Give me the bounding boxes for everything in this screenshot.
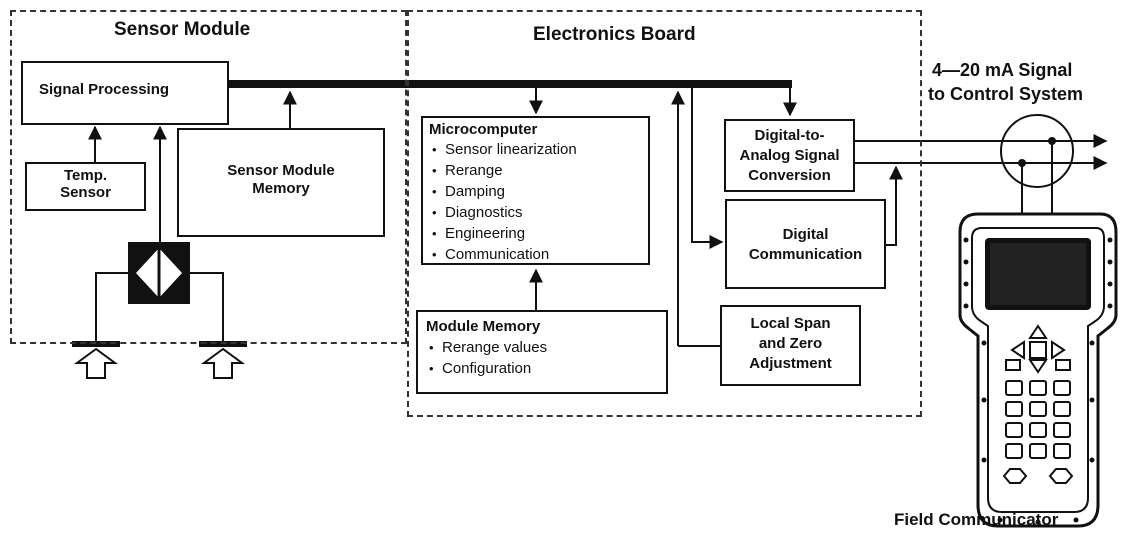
signal-processing-label: Signal Processing	[39, 81, 170, 98]
right-key	[1051, 340, 1066, 360]
digital-communication-line1: Digital	[782, 226, 829, 243]
keypad-key	[1053, 422, 1071, 438]
dac-label: Digital-to- Analog Signal Conversion	[726, 126, 853, 186]
module-memory-title: Module Memory	[426, 318, 541, 335]
function-key	[1048, 468, 1074, 484]
output-signal-label: 4—20 mA Signal to Control System	[928, 58, 1083, 106]
output-connection-circle	[1000, 114, 1074, 188]
microcomputer-list: Sensor linearization Rerange Damping Dia…	[432, 139, 577, 265]
keypad-key	[1053, 401, 1071, 417]
bus-to-digital-comm-arrow	[691, 86, 724, 249]
sensor-module-memory-line1: Sensor Module	[227, 162, 335, 179]
dac-box: Digital-to- Analog Signal Conversion	[724, 119, 855, 192]
up-key	[1028, 324, 1048, 339]
field-communicator-device	[958, 212, 1118, 528]
local-span-zero-label: Local Span and Zero Adjustment	[722, 314, 859, 374]
output-signal-line1: 4—20 mA Signal	[932, 60, 1073, 80]
local-span-line3: Adjustment	[749, 355, 832, 372]
dac-line3: Conversion	[748, 167, 831, 184]
temp-sensor-line1: Temp.	[63, 167, 108, 184]
keypad-key	[1029, 380, 1047, 396]
microcomputer-title: Microcomputer	[429, 121, 538, 138]
temp-sensor-label: Temp. Sensor	[27, 167, 144, 201]
electronics-board-region	[407, 10, 922, 417]
select-key	[1029, 341, 1047, 359]
keypad-key	[1005, 422, 1023, 438]
process-pressure-arrow	[200, 347, 246, 379]
keypad-key	[1029, 401, 1047, 417]
list-item: Communication	[432, 244, 577, 265]
dac-line2: Analog Signal	[739, 147, 840, 164]
local-span-line2: and Zero	[758, 335, 823, 352]
sensor-module-memory-box: Sensor Module Memory	[177, 128, 385, 237]
signal-processing-box: Signal Processing	[21, 61, 229, 125]
output-signal-line2: to Control System	[928, 84, 1084, 104]
sensor-module-memory-line2: Memory	[252, 180, 310, 197]
sensor-module-memory-label: Sensor Module Memory	[179, 162, 383, 198]
digital-comm-to-output-arrow	[886, 165, 903, 246]
keypad-key	[1053, 443, 1071, 459]
list-item: Diagnostics	[432, 202, 577, 223]
sensor-module-region	[10, 10, 407, 344]
field-communicator-label: Field Communicator	[894, 510, 1059, 529]
list-item: Configuration	[429, 358, 547, 379]
list-item: Damping	[432, 181, 577, 202]
list-item: Sensor linearization	[432, 139, 577, 160]
list-item: Engineering	[432, 223, 577, 244]
digital-communication-label: Digital Communication	[727, 225, 884, 265]
keypad-key	[1005, 443, 1023, 459]
module-memory-box: Module Memory Rerange values Configurati…	[416, 310, 668, 394]
down-key	[1028, 359, 1048, 374]
digital-communication-box: Digital Communication	[725, 199, 886, 289]
temp-sensor-box: Temp. Sensor	[25, 162, 146, 211]
electronics-board-title: Electronics Board	[533, 24, 696, 45]
list-item: Rerange	[432, 160, 577, 181]
function-key	[1002, 468, 1028, 484]
keypad-key	[1005, 380, 1023, 396]
keypad-key	[1005, 401, 1023, 417]
list-item: Rerange values	[429, 337, 547, 358]
keypad-key	[1029, 422, 1047, 438]
isolator-bar	[199, 341, 247, 347]
local-span-line1: Local Span	[750, 315, 831, 332]
isolator-bar	[72, 341, 120, 347]
sensor-lead-left	[95, 272, 128, 343]
microcomputer-box: Microcomputer Sensor linearization Reran…	[421, 116, 650, 265]
process-pressure-arrow	[73, 347, 119, 379]
module-memory-list: Rerange values Configuration	[429, 337, 547, 379]
dac-line1: Digital-to-	[754, 127, 825, 144]
sensor-module-title: Sensor Module	[114, 19, 251, 40]
digital-communication-line2: Communication	[748, 246, 863, 263]
keypad-key	[1053, 380, 1071, 396]
temp-sensor-line2: Sensor	[60, 184, 111, 201]
sensor-lead-right	[190, 272, 224, 343]
left-key	[1010, 340, 1025, 360]
keypad-key	[1029, 443, 1047, 459]
local-span-zero-box: Local Span and Zero Adjustment	[720, 305, 861, 386]
